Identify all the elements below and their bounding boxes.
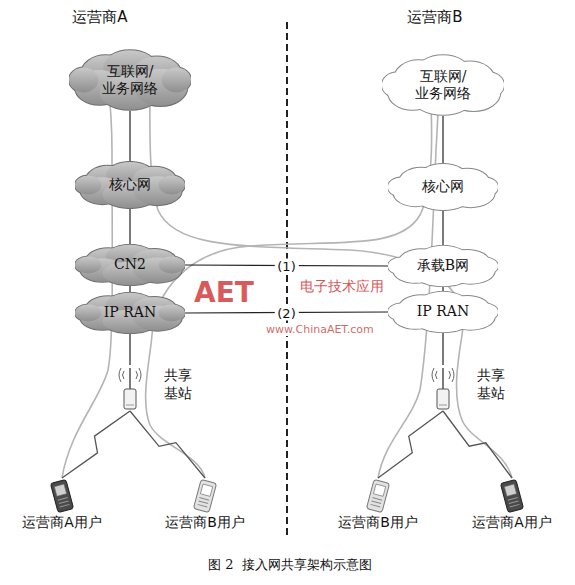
network-link [129, 209, 130, 244]
cloud-label: 互联网/ 业务网络 [100, 63, 160, 98]
watermark: 电子技术应用 [300, 278, 384, 295]
cloud-label: 核心网 [422, 178, 464, 196]
cloud-label: IP RAN [104, 304, 156, 322]
network-link [442, 116, 443, 163]
cloud-label: 承载B网 [417, 257, 469, 275]
network-cloud: IP RAN [75, 292, 185, 334]
phone-icon [48, 478, 76, 514]
network-cloud: CN2 [75, 244, 185, 286]
divider-line [286, 22, 288, 536]
user-terminal: 运营商A用户 [410, 478, 575, 532]
user-terminal: 运营商A用户 [0, 478, 164, 532]
phone-icon [498, 478, 526, 514]
radio-link [443, 411, 512, 478]
network-cloud: IP RAN [388, 291, 498, 333]
radio-link [62, 411, 130, 478]
traffic-paths [62, 80, 512, 478]
figure-caption: 图 2 接入网共享架构示意图 [208, 556, 372, 574]
network-link [442, 211, 443, 245]
user-terminal: 运营商B用户 [103, 478, 307, 532]
user-label: 运营商B用户 [276, 514, 480, 532]
network-cloud: 互联网/ 业务网络 [69, 49, 191, 111]
radio-link [130, 411, 205, 478]
cloud-label: CN2 [114, 256, 146, 274]
radio-link [378, 411, 443, 478]
network-link [129, 286, 130, 292]
phone-icon [191, 478, 219, 514]
network-link [442, 287, 443, 291]
network-link [442, 333, 443, 365]
user-label: 运营商B用户 [103, 514, 307, 532]
network-cloud: 核心网 [75, 161, 185, 209]
phone-icon [364, 478, 392, 514]
network-cloud: 互联网/ 业务网络 [382, 54, 504, 116]
network-link [129, 334, 130, 365]
base-station: 共享 基站 [431, 365, 455, 411]
watermark: www.ChinaAET.com [266, 323, 374, 336]
cloud-label: IP RAN [417, 303, 469, 321]
station-label: 共享 基站 [477, 367, 507, 402]
traffic-path [146, 80, 432, 478]
user-terminal: 运营商B用户 [276, 478, 480, 532]
operator-title: 运营商B [407, 8, 462, 26]
network-link [129, 111, 130, 161]
network-cloud: 核心网 [388, 163, 498, 211]
link-label: (1) [274, 258, 298, 273]
base-station-icon [431, 365, 455, 411]
user-label: 运营商A用户 [410, 514, 575, 532]
operator-title: 运营商A [72, 8, 127, 26]
watermark: AET [194, 276, 254, 310]
user-label: 运营商A用户 [0, 514, 164, 532]
link-label: (2) [274, 305, 298, 320]
network-cloud: 承载B网 [388, 245, 498, 287]
traffic-path [150, 80, 512, 478]
cloud-label: 互联网/ 业务网络 [413, 68, 473, 103]
base-station-icon [118, 365, 142, 411]
cloud-label: 核心网 [109, 176, 151, 194]
base-station: 共享 基站 [118, 365, 142, 411]
station-label: 共享 基站 [164, 367, 194, 402]
